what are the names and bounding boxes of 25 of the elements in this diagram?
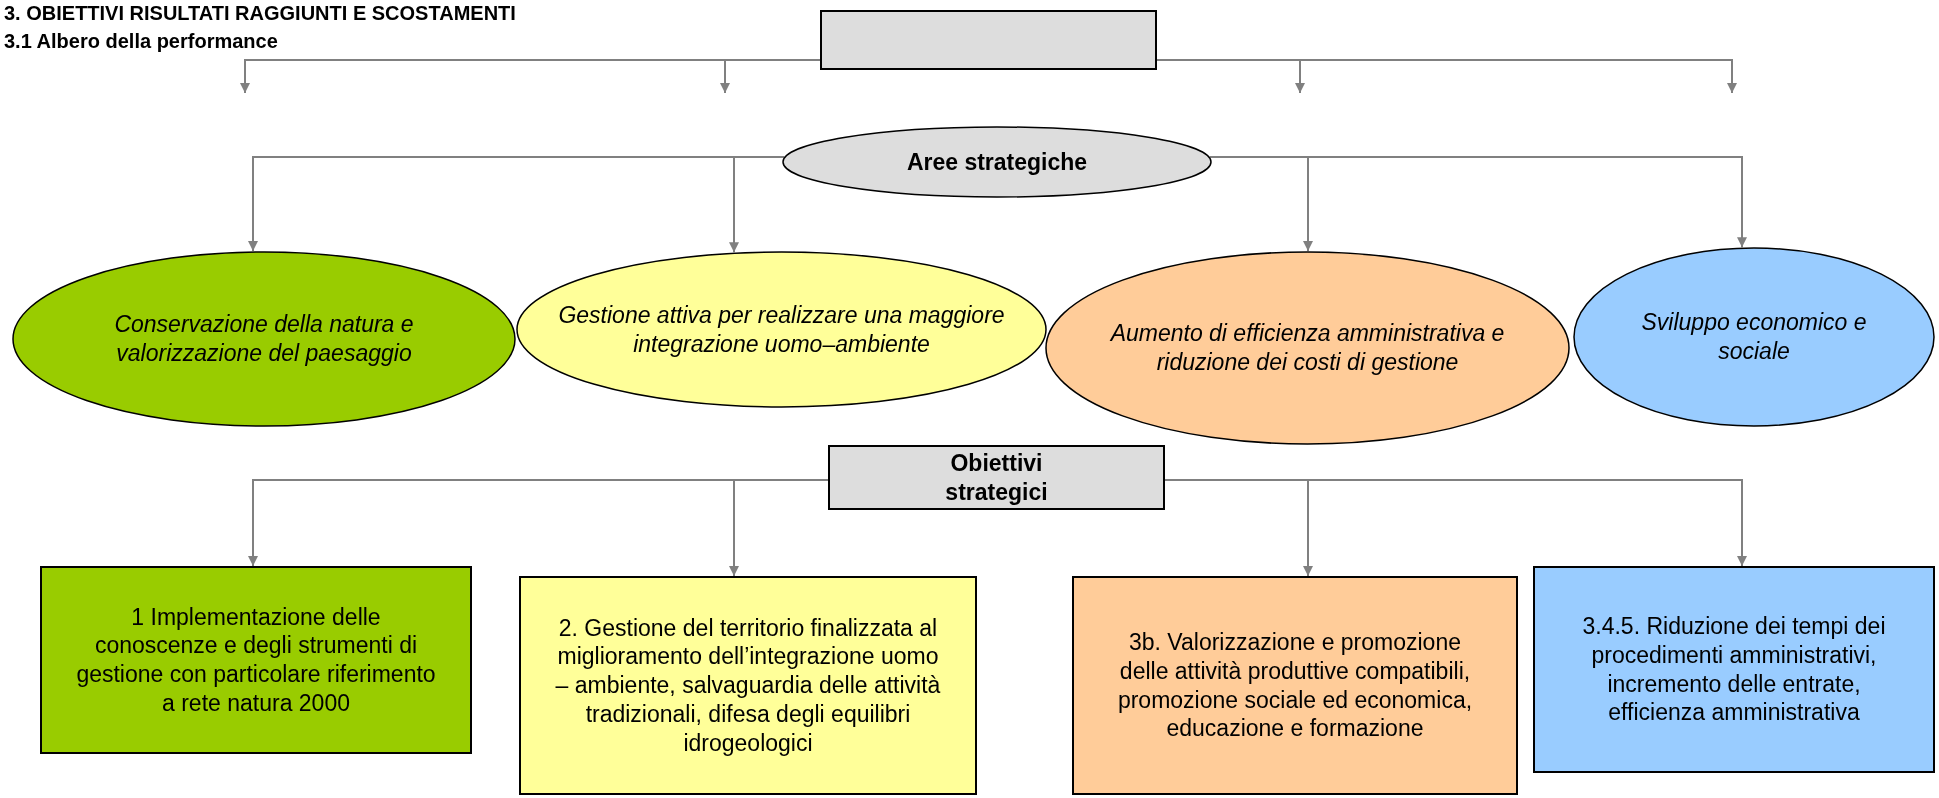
subsection-heading: 3.1 Albero della performance [4,30,278,53]
ellipse-text: Aumento di efficienza amministrativa e riduzione dei costi di gestione [1109,319,1506,377]
process-box [40,566,472,754]
box-text: 2. Gestione del territorio finalizzata al miglioramento dell’integrazione uomo – ambiente, salvaguardia delle attività tradizionali, difesa degli equilibri idrogeologici [554,613,942,758]
arrow [720,59,821,94]
ellipse-text: Gestione attiva per realizzare una maggiore integrazione uomo–ambiente [557,300,1006,359]
box-text: 3b. Valorizzazione e promozione delle attività produttive compatibili, promozione sociale ed economica, educazione e formazione [1116,628,1474,743]
section-heading: 3. OBIETTIVI RISULTATI RAGGIUNTI E SCOSTAMENTI [4,2,516,25]
arrow [729,479,829,577]
ellipse-node [782,126,1212,198]
process-box [1533,566,1935,773]
ellipse-node [1045,251,1570,445]
box-text: Obiettivi strategici [944,448,1049,507]
box-text: 1 Implementazione delle conoscenze e degli strumenti di gestione con particolare riferimento a rete natura 2000 [75,602,437,718]
ellipse-node [1573,247,1935,427]
process-box [828,445,1165,510]
ellipse-text: Conservazione della natura e valorizzazione del paesaggio [113,310,415,368]
ellipse-text: Aree strategiche [905,147,1089,177]
box-text: 3.4.5. Riduzione dei tempi dei procedimenti amministrativi, incremento delle entrate, efficienza amministrativa [1581,612,1887,727]
process-box [1072,576,1518,795]
process-box [820,10,1157,70]
process-box [519,576,977,795]
ellipse-node [12,251,516,427]
ellipse-text: Sviluppo economico e sociale [1640,308,1868,366]
ellipse-node [516,251,1047,408]
